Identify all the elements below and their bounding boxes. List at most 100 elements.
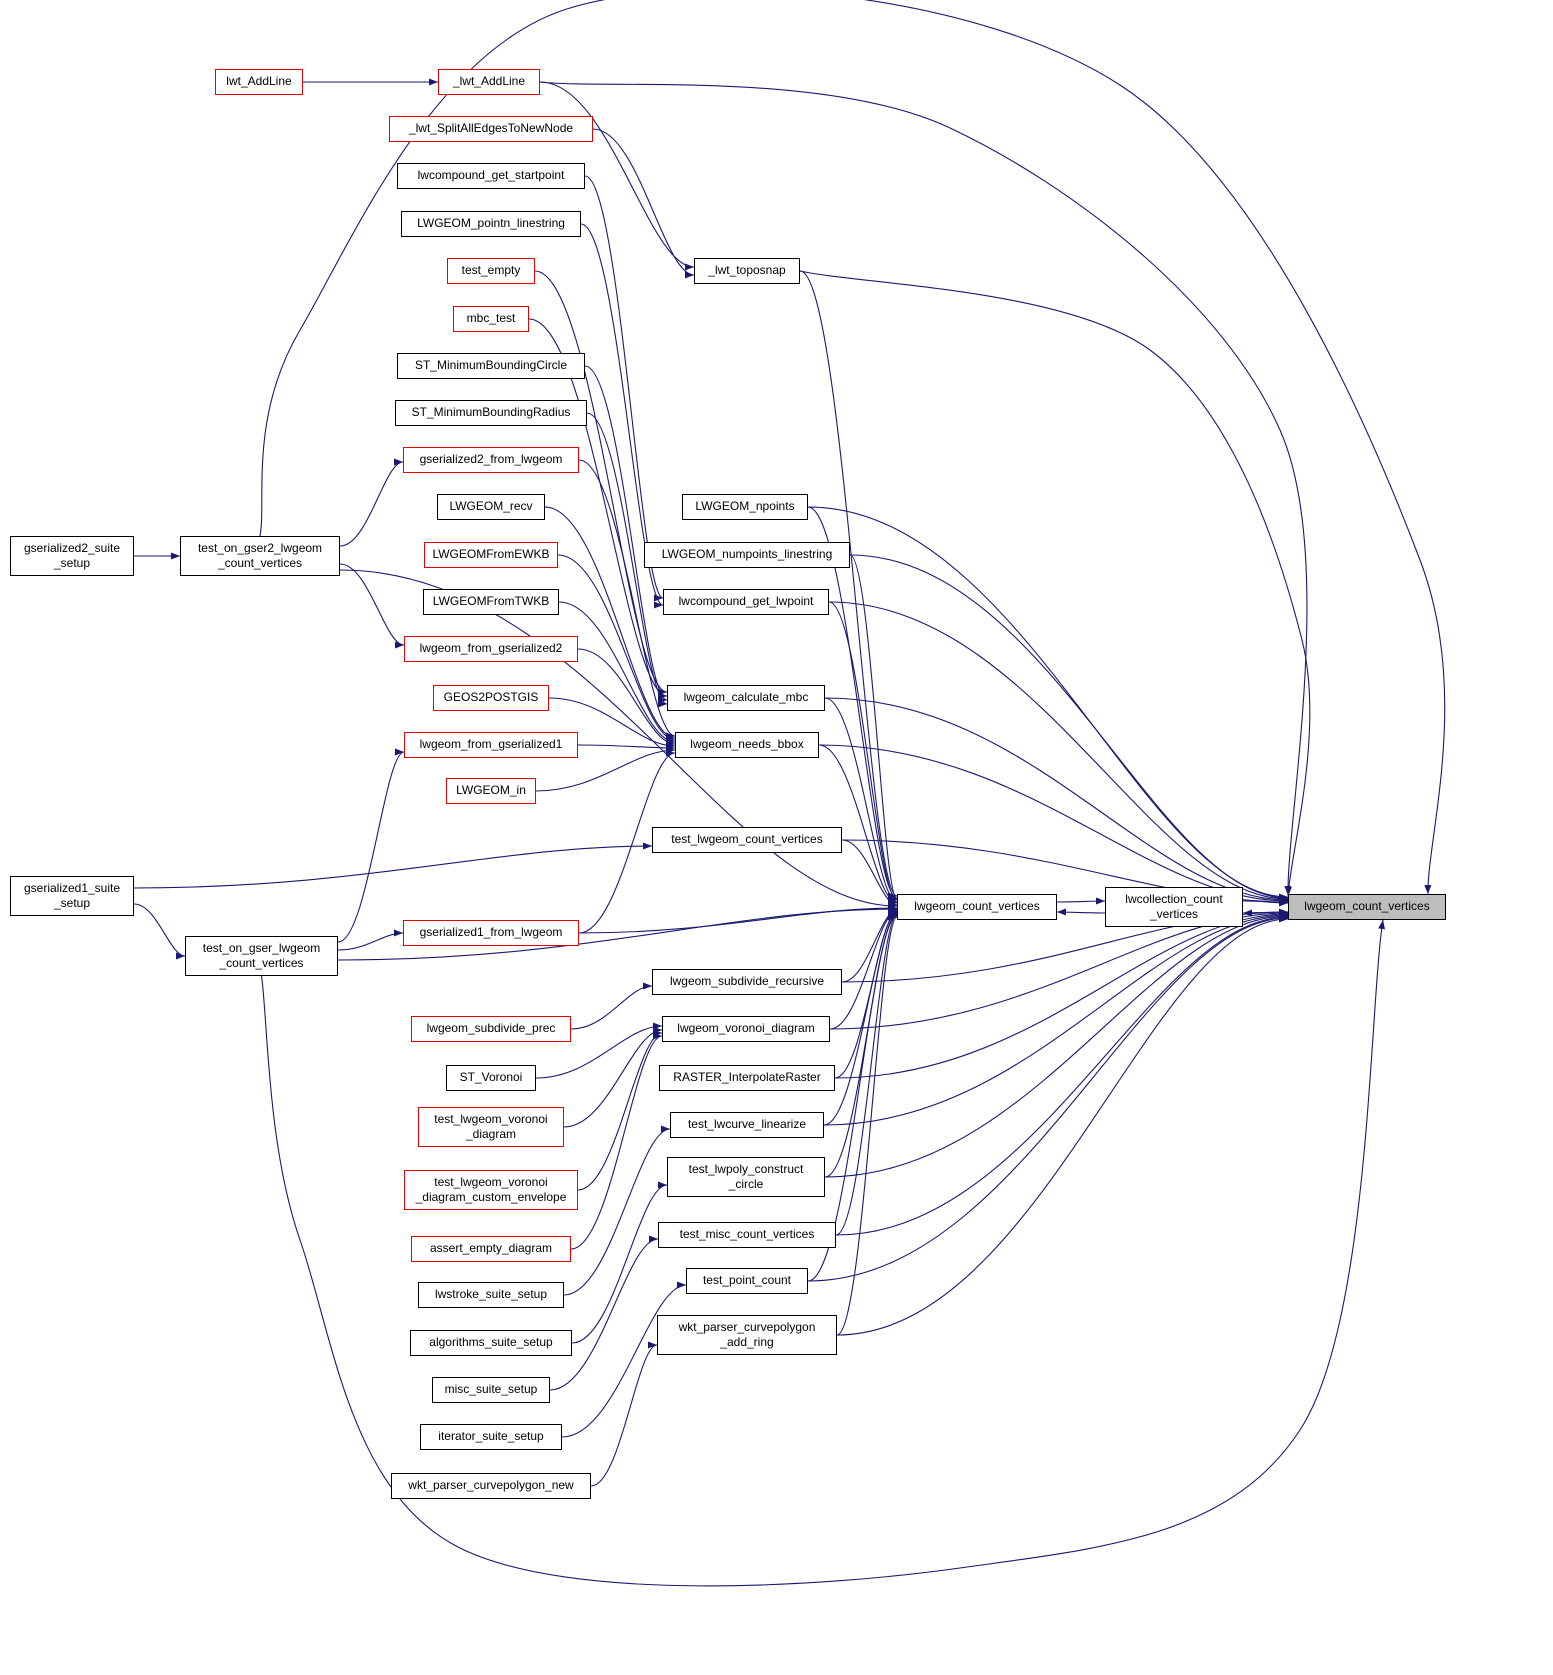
node-label: _setup (53, 896, 91, 910)
node-lwcompound-get-lwpoint[interactable]: lwcompound_get_lwpoint (663, 589, 829, 615)
node-LWGEOM-numpoints-linestring[interactable]: LWGEOM_numpoints_linestring (644, 542, 850, 568)
node-gserialized1-from-lwgeom[interactable]: gserialized1_from_lwgeom (403, 920, 579, 946)
edge-LWGEOM_numpoints_linestring--lwgeom_count_vertices_target (849, 554, 1289, 902)
edge-test_point_count--lwgeom_count_vertices_mid (807, 912, 898, 1282)
edge-algorithms_suite_setup--test_lwpoly_construct_circle (571, 1181, 668, 1344)
node-test-misc-count-vertices[interactable]: test_misc_count_vertices (658, 1222, 836, 1248)
node-lwgeom-from-gserialized1[interactable]: lwgeom_from_gserialized1 (404, 732, 578, 758)
node-test-lwgeom-voronoi-diagram[interactable]: test_lwgeom_voronoi_diagram (418, 1107, 564, 1147)
node-iterator-suite-setup[interactable]: iterator_suite_setup (420, 1424, 562, 1450)
node-label: wkt_parser_curvepolygon (678, 1319, 816, 1334)
node-lwgeom-subdivide-prec[interactable]: lwgeom_subdivide_prec (411, 1016, 571, 1042)
node-label: gserialized2_from_lwgeom (419, 452, 563, 467)
node-test-point-count[interactable]: test_point_count (686, 1268, 808, 1294)
node-gserialized2-suite-setup[interactable]: gserialized2_suite_setup (10, 536, 134, 576)
edge-GEOS2POSTGIS--lwgeom_needs_bbox (548, 697, 676, 750)
node-wkt-parser-curvepolygon-new[interactable]: wkt_parser_curvepolygon_new (391, 1473, 591, 1499)
node-lwgeom-calculate-mbc[interactable]: lwgeom_calculate_mbc (667, 685, 825, 711)
node-ST-Voronoi[interactable]: ST_Voronoi (446, 1065, 536, 1091)
node-LWGEOMFromTWKB[interactable]: LWGEOMFromTWKB (423, 589, 559, 615)
node-lwgeom-needs-bbox[interactable]: lwgeom_needs_bbox (675, 732, 819, 758)
node-LWGEOM-recv[interactable]: LWGEOM_recv (437, 494, 545, 520)
node-assert-empty-diagram[interactable]: assert_empty_diagram (411, 1236, 571, 1262)
node-label: test_empty (461, 263, 521, 278)
node-label: assert_empty_diagram (429, 1241, 553, 1256)
edge-test_lwgeom_voronoi_custom--lwgeom_voronoi_diagram (577, 1029, 663, 1191)
node-test-lwcurve-linearize[interactable]: test_lwcurve_linearize (670, 1112, 824, 1138)
node--lwt-toposnap[interactable]: _lwt_toposnap (694, 258, 800, 284)
node-RASTER-InterpolateRaster[interactable]: RASTER_InterpolateRaster (659, 1065, 835, 1091)
node-label: RASTER_InterpolateRaster (673, 1070, 821, 1085)
node-label: lwgeom_voronoi_diagram (677, 1021, 815, 1036)
node-label: lwgeom_from_gserialized2 (419, 641, 563, 656)
edge-test_on_gser2_lwgeom_count_vertices--gserialized2_from_lwgeom (339, 458, 404, 547)
edge-test_misc_count_vertices--lwgeom_count_vertices_target (835, 913, 1289, 1236)
node-wkt-parser-curvepolygon-add-ring[interactable]: wkt_parser_curvepolygon_add_ring (657, 1315, 837, 1355)
node-lwgeom-subdivide-recursive[interactable]: lwgeom_subdivide_recursive (652, 969, 842, 995)
node-mbc-test[interactable]: mbc_test (453, 306, 529, 332)
node-label: LWGEOM_in (456, 783, 526, 798)
node-LWGEOMFromEWKB[interactable]: LWGEOMFromEWKB (424, 542, 558, 568)
node-LWGEOM-pointn-linestring[interactable]: LWGEOM_pointn_linestring (401, 211, 581, 237)
node-lwgeom-count-vertices-target[interactable]: lwgeom_count_vertices (1288, 894, 1446, 920)
edge-lwcollection_count_vertices--lwgeom_count_vertices_mid (1056, 908, 1106, 916)
edge-LWGEOMFromEWKB--lwgeom_needs_bbox (557, 554, 676, 744)
node-lwgeom-from-gserialized2[interactable]: lwgeom_from_gserialized2 (404, 636, 578, 662)
node-label: lwgeom_from_gserialized1 (419, 737, 563, 752)
node-LWGEOM-npoints[interactable]: LWGEOM_npoints (682, 494, 808, 520)
edge-gserialized1_from_lwgeom--lwgeom_count_vertices_mid (578, 904, 898, 934)
node-lwgeom-count-vertices-mid[interactable]: lwgeom_count_vertices (897, 894, 1057, 920)
node-label: lwgeom_subdivide_prec (426, 1021, 556, 1036)
edge-LWGEOM_recv--lwgeom_needs_bbox (544, 506, 676, 742)
node-GEOS2POSTGIS[interactable]: GEOS2POSTGIS (433, 685, 549, 711)
edge-_lwt_AddLine--_lwt_toposnap (539, 81, 695, 271)
node-test-lwgeom-voronoi-custom[interactable]: test_lwgeom_voronoi_diagram_custom_envel… (404, 1170, 578, 1210)
edge-test_on_gser_lwgeom_count_vertices--gserialized1_from_lwgeom (337, 929, 404, 951)
node--lwt-AddLine[interactable]: _lwt_AddLine (438, 69, 540, 95)
node-label: lwstroke_suite_setup (434, 1287, 548, 1302)
node-label: _count_vertices (219, 956, 304, 970)
node-lwt-AddLine[interactable]: lwt_AddLine (215, 69, 303, 95)
node-label: test_on_gser2_lwgeom (197, 540, 323, 555)
node-label: algorithms_suite_setup (429, 1335, 553, 1350)
node-lwstroke-suite-setup[interactable]: lwstroke_suite_setup (418, 1282, 564, 1308)
node-label: gserialized1_from_lwgeom (419, 925, 563, 940)
node-ST-MinimumBoundingRadius[interactable]: ST_MinimumBoundingRadius (395, 400, 587, 426)
node-LWGEOM-in[interactable]: LWGEOM_in (446, 778, 536, 804)
node-label: lwt_AddLine (226, 74, 292, 89)
edge-gserialized1_suite_setup--test_lwgeom_count_vertices (133, 842, 653, 889)
node-label: LWGEOM_pointn_linestring (417, 216, 565, 231)
node-test-lwpoly-construct-circle[interactable]: test_lwpoly_construct_circle (667, 1157, 825, 1197)
node-gserialized2-from-lwgeom[interactable]: gserialized2_from_lwgeom (403, 447, 579, 473)
node-label: LWGEOMFromEWKB (432, 547, 550, 562)
edge-lwgeom_from_gserialized1--lwgeom_needs_bbox (577, 744, 676, 752)
edge-_lwt_toposnap--lwgeom_count_vertices_target (799, 270, 1311, 897)
edge-RASTER_InterpolateRaster--lwgeom_count_vertices_target (834, 910, 1289, 1079)
edge-test_on_gser_lwgeom_count_vertices--lwgeom_from_gserialized1 (337, 748, 405, 943)
node-lwcompound-get-startpoint[interactable]: lwcompound_get_startpoint (397, 163, 585, 189)
node-gserialized1-suite-setup[interactable]: gserialized1_suite_setup (10, 876, 134, 916)
node-label: LWGEOMFromTWKB (432, 594, 550, 609)
edge-iterator_suite_setup--test_point_count (561, 1281, 687, 1438)
node-lwcollection-count-vertices[interactable]: lwcollection_count_vertices (1105, 887, 1243, 927)
node-misc-suite-setup[interactable]: misc_suite_setup (432, 1377, 550, 1403)
node-label: lwgeom_needs_bbox (690, 737, 804, 752)
node-test-lwgeom-count-vertices[interactable]: test_lwgeom_count_vertices (652, 827, 842, 853)
node-test-on-gser-lwgeom-count-vertices[interactable]: test_on_gser_lwgeom_count_vertices (185, 936, 338, 976)
node-ST-MinimumBoundingCircle[interactable]: ST_MinimumBoundingCircle (397, 353, 585, 379)
node-lwgeom-voronoi-diagram[interactable]: lwgeom_voronoi_diagram (662, 1016, 830, 1042)
edge-test_lwgeom_count_vertices--lwgeom_count_vertices_mid (841, 839, 898, 909)
edge-lwgeom_from_gserialized2--lwgeom_needs_bbox (577, 648, 676, 748)
edge-test_lwcurve_linearize--lwgeom_count_vertices_mid (823, 909, 898, 1126)
edge-LWGEOM_in--lwgeom_needs_bbox (535, 746, 676, 792)
node-label: test_lwgeom_voronoi (434, 1174, 548, 1189)
edge-assert_empty_diagram--lwgeom_voronoi_diagram (570, 1032, 663, 1250)
node-label: LWGEOM_recv (449, 499, 533, 514)
node-test-empty[interactable]: test_empty (447, 258, 535, 284)
node-test-on-gser2-lwgeom-count-vertices[interactable]: test_on_gser2_lwgeom_count_vertices (180, 536, 340, 576)
node-algorithms-suite-setup[interactable]: algorithms_suite_setup (410, 1330, 572, 1356)
edge-lwcompound_get_startpoint--lwcompound_get_lwpoint (584, 175, 664, 602)
node--lwt-SplitAllEdgesToNewNode[interactable]: _lwt_SplitAllEdgesToNewNode (389, 116, 593, 142)
node-label: GEOS2POSTGIS (443, 690, 539, 705)
